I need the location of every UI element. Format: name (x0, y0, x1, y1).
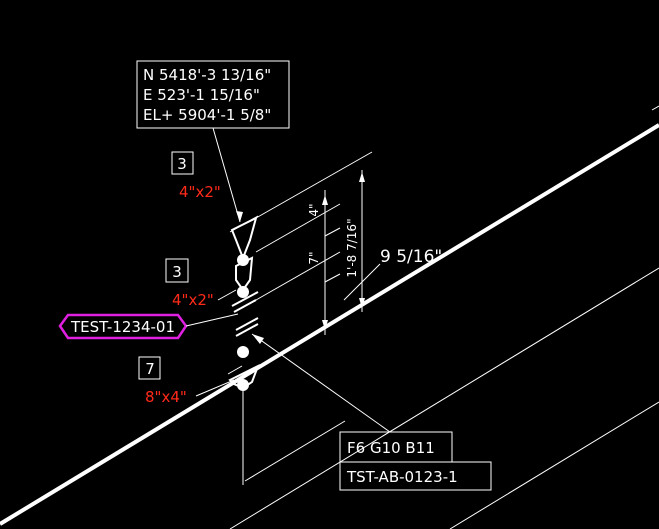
reducer-fitting-bottom (227, 363, 260, 391)
item-number: 3 (172, 263, 182, 281)
item-number-box (165, 258, 189, 283)
coordinate-elevation: EL+ 5904'-1 5/8" (143, 106, 271, 124)
main-pipe (0, 123, 659, 526)
item-leader (217, 289, 237, 301)
coordinate-leader-arrow (236, 211, 243, 222)
reducer-fitting-top (229, 215, 259, 266)
dimension-lines (255, 151, 381, 335)
line-tag-leader (185, 313, 239, 327)
item-number: 7 (145, 360, 155, 378)
gasket-flange (235, 317, 259, 358)
item-size: 4"x2" (179, 183, 221, 201)
item-size: 8"x4" (145, 388, 187, 406)
dimension-overall: 9 5/16" (380, 247, 442, 267)
drawing-number-box (339, 461, 492, 491)
item-size: 4"x2" (172, 291, 214, 309)
line-tag: TEST-1234-01 (70, 318, 175, 336)
edge-mark (651, 105, 659, 111)
item-number-box (171, 151, 194, 175)
dimension-total-vertical: 1'-8 7/16" (345, 218, 359, 277)
spec-leader (251, 333, 391, 433)
dimension-segment-a: 4" (307, 203, 321, 216)
item-leader (195, 379, 235, 397)
dim-extension-bottom (244, 420, 346, 482)
item-number: 3 (177, 155, 187, 173)
parallel-line-1 (229, 267, 659, 529)
spec-label: F6 G10 B11 (347, 439, 435, 457)
drawing-number: TST-AB-0123-1 (346, 468, 458, 486)
coordinate-north: N 5418'-3 13/16" (143, 66, 271, 84)
parallel-line-2 (449, 401, 659, 529)
reducer-fitting-middle (231, 256, 259, 313)
coordinate-east: E 523'-1 15/16" (143, 86, 260, 104)
dimension-segment-b: 7" (307, 251, 321, 264)
item-number-box (138, 356, 161, 380)
coordinate-leader (212, 127, 241, 223)
spec-leader-arrow (252, 334, 264, 344)
